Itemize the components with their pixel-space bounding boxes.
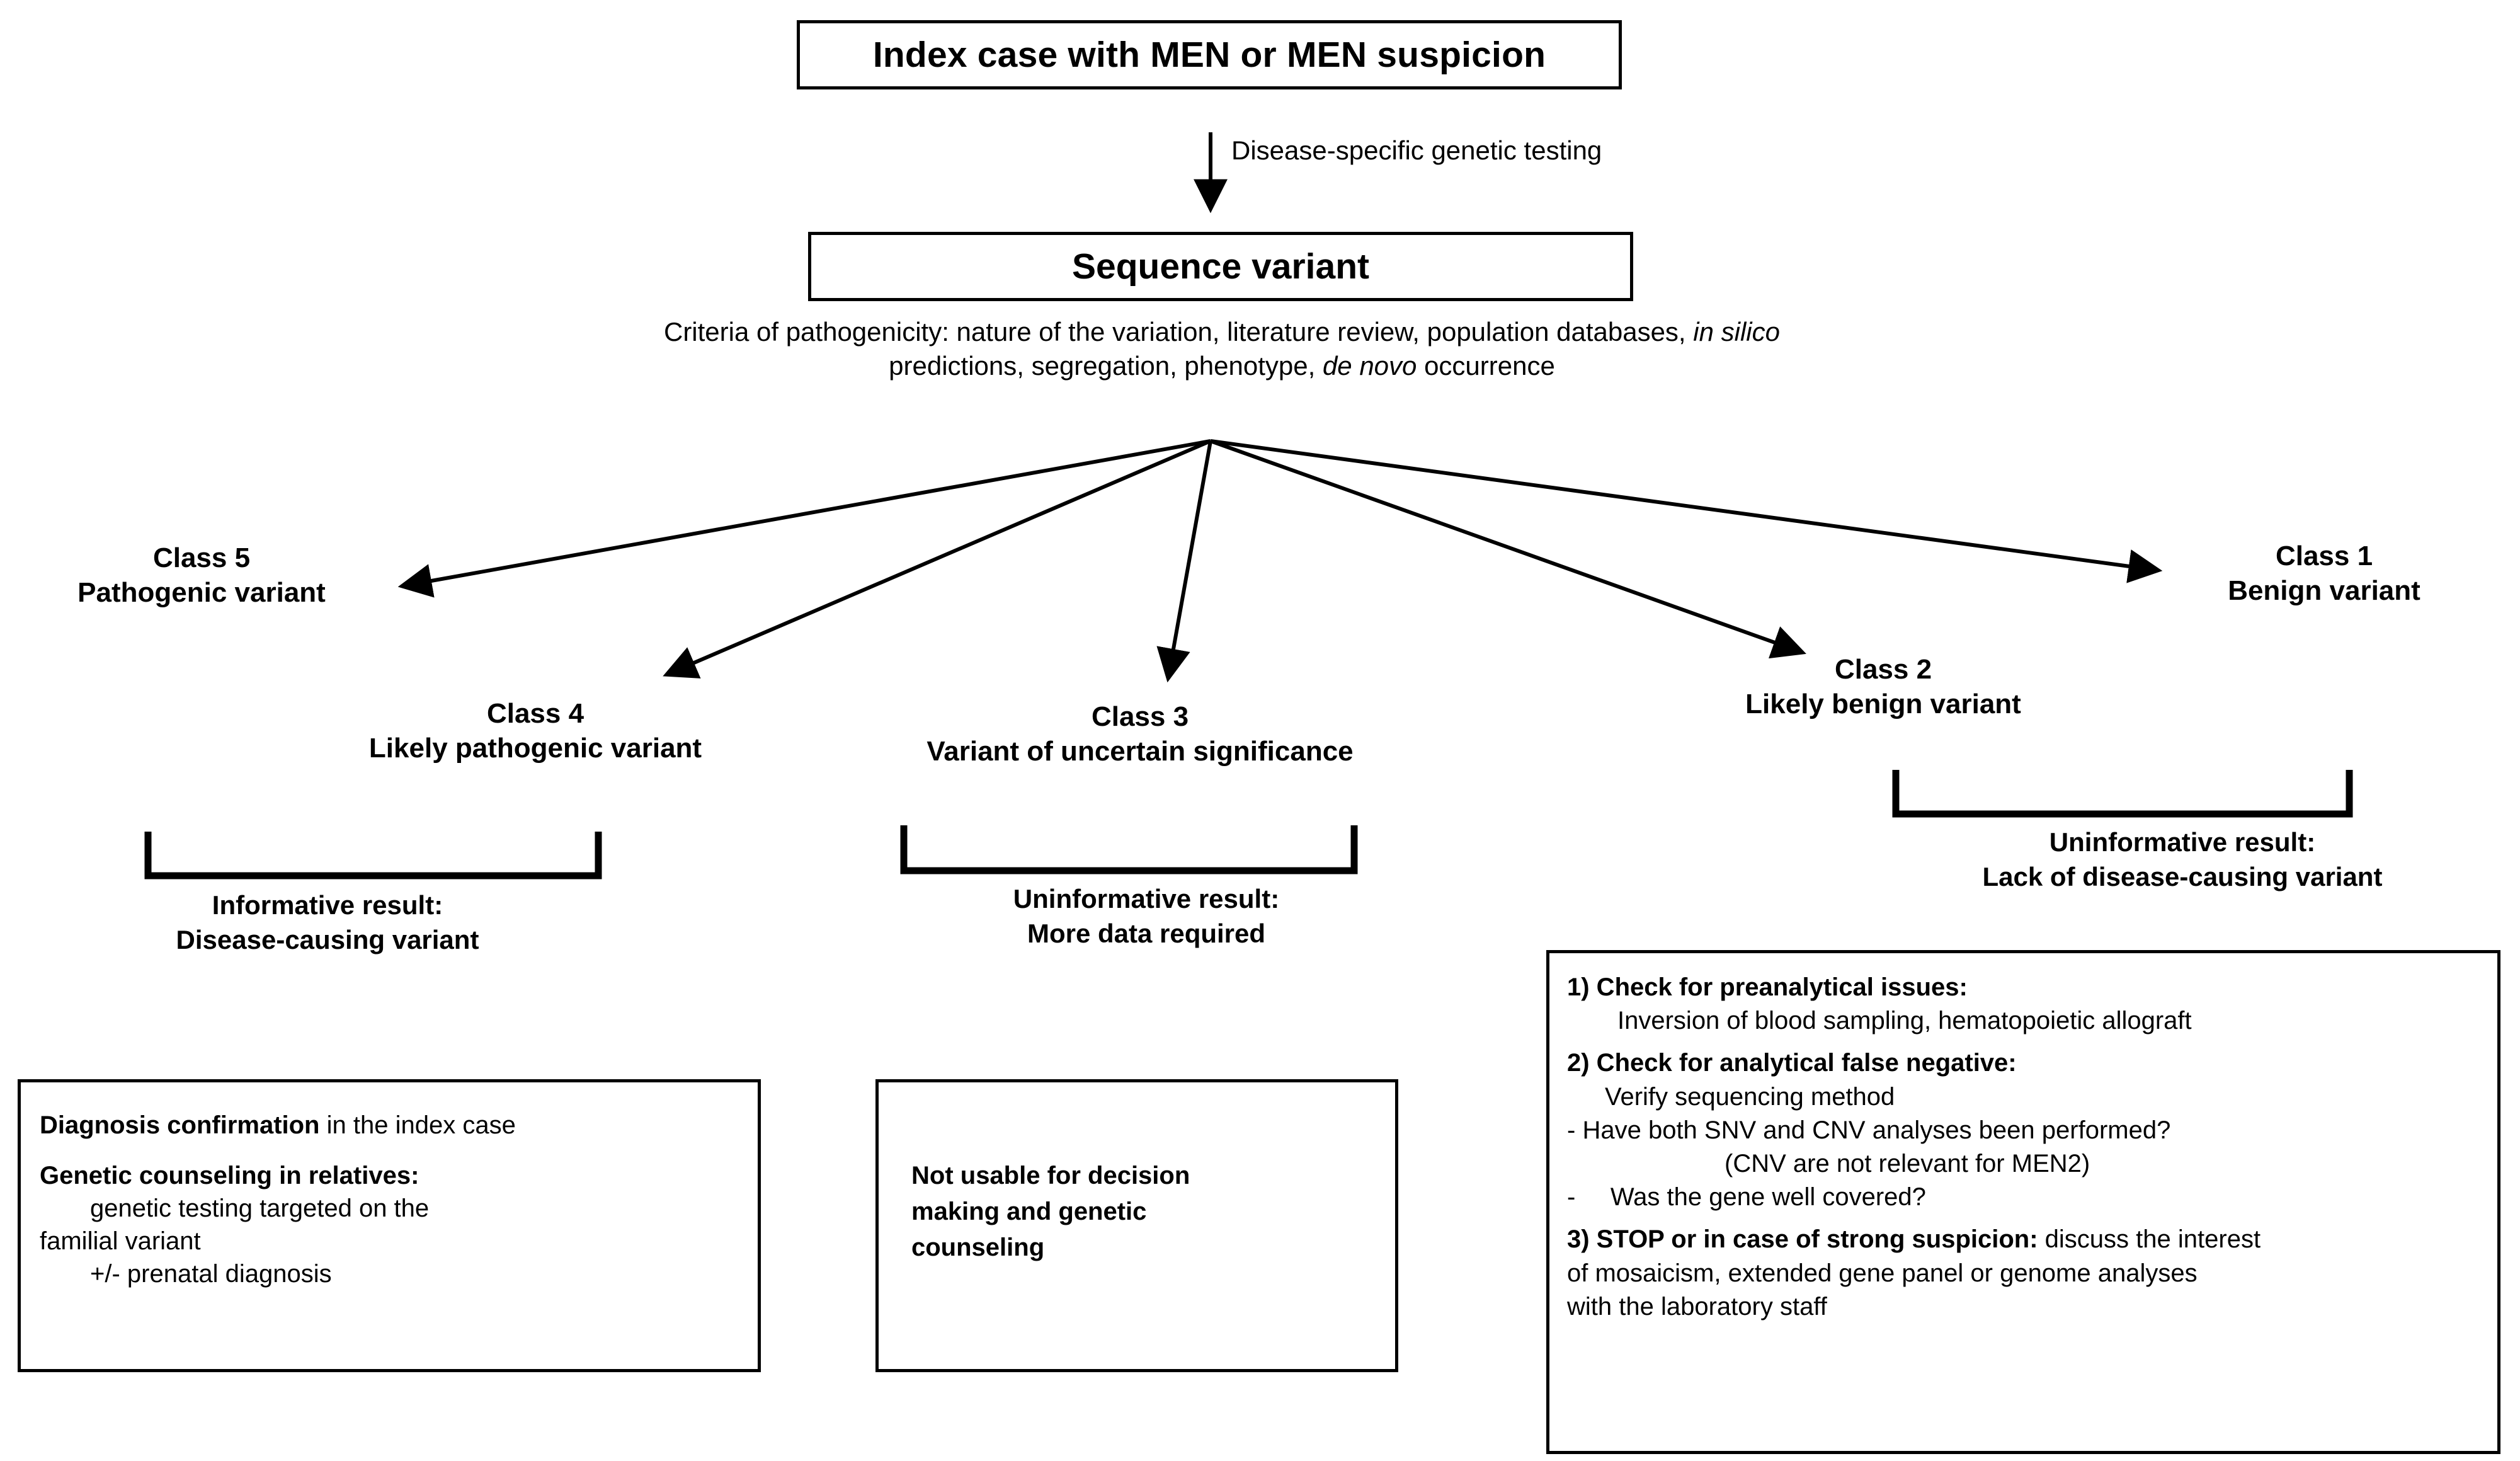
sequence-variant-label: Sequence variant (1071, 246, 1370, 287)
step-3-heading: 3) STOP or in case of strong suspicion: (1567, 1225, 2038, 1254)
brace-right-line2: Lack of disease-causing variant (1982, 861, 2383, 891)
brace-caption-informative: Informative result: Disease-causing vari… (94, 888, 561, 957)
criteria-line2-a: predictions, segregation, phenotype, (889, 350, 1323, 381)
genetic-counseling-heading: Genetic counseling in relatives: (40, 1162, 419, 1189)
step-2-dash2-marker: - (1567, 1183, 1576, 1212)
outcome-box-checklist: 1) Check for preanalytical issues: Inver… (1546, 950, 2500, 1454)
class-5-name: Pathogenic variant (77, 577, 326, 608)
familial-variant-line: familial variant (40, 1227, 201, 1255)
index-case-label: Index case with MEN or MEN suspicion (872, 35, 1546, 75)
arrow-to-class-3 (1156, 440, 1212, 683)
step-3-rest: discuss the interest (2038, 1225, 2261, 1254)
diagnosis-confirmation-rest: in the index case (319, 1111, 516, 1139)
not-usable-line2: making and genetic (911, 1197, 1147, 1225)
not-usable-line3: counseling (911, 1233, 1045, 1261)
class-4-label: Class 4 Likely pathogenic variant (302, 696, 768, 765)
step-3-line3: with the laboratory staff (1567, 1292, 1827, 1321)
class-5-number: Class 5 (152, 542, 251, 573)
step-3-line2: of mosaicism, extended gene panel or gen… (1567, 1259, 2198, 1287)
brace-left-line1: Informative result: (212, 890, 443, 920)
arrow-to-class-1 (1210, 439, 2163, 583)
outcome-middle-text: Not usable for decision making and genet… (911, 1158, 1371, 1265)
step-2-heading: 2) Check for analytical false negative: (1567, 1049, 2017, 1077)
prenatal-diagnosis-line: +/- prenatal diagnosis (90, 1260, 332, 1288)
outcome-box-not-usable: Not usable for decision making and genet… (875, 1079, 1398, 1372)
brace-left-line2: Disease-causing variant (176, 924, 479, 954)
outcome-right-text: 1) Check for preanalytical issues: Inver… (1567, 971, 2487, 1324)
step-1-heading: 1) Check for preanalytical issues: (1567, 973, 1968, 1001)
class-3-number: Class 3 (1091, 701, 1189, 732)
criteria-de-novo: de novo (1322, 350, 1417, 381)
outcome-box-informative: Diagnosis confirmation in the index case… (18, 1079, 761, 1372)
criteria-of-pathogenicity-text: Criteria of pathogenicity: nature of the… (403, 315, 2041, 383)
arrow-caption-genetic-testing: Disease-specific genetic testing (1231, 135, 1602, 165)
step-2-dash2-text: Was the gene well covered? (1610, 1183, 1926, 1212)
step-2-detail: Verify sequencing method (1605, 1082, 1895, 1111)
index-case-box: Index case with MEN or MEN suspicion (797, 20, 1622, 89)
step-2-cnv-note: (CNV are not relevant for MEN2) (1725, 1149, 2090, 1177)
brace-right (1892, 770, 2353, 818)
class-5-label: Class 5 Pathogenic variant (6, 541, 397, 610)
arrow-to-class-5 (397, 439, 1211, 598)
class-3-name: Variant of uncertain significance (926, 736, 1354, 767)
step-2-dash1-marker: - (1567, 1116, 1576, 1144)
criteria-line2-b: occurrence (1417, 350, 1555, 381)
not-usable-line1: Not usable for decision (911, 1162, 1190, 1189)
arrow-to-class-2 (1209, 439, 1806, 659)
step-1-detail: Inversion of blood sampling, hematopoiet… (1617, 1007, 2192, 1035)
sequence-variant-box: Sequence variant (808, 232, 1633, 301)
outcome-left-text: Diagnosis confirmation in the index case… (40, 1109, 745, 1290)
step-2-dash1-text: Have both SNV and CNV analyses been perf… (1582, 1116, 2171, 1144)
brace-right-line1: Uninformative result: (2049, 827, 2316, 857)
class-2-number: Class 2 (1834, 654, 1932, 685)
brace-middle-line1: Uninformative result: (1013, 884, 1280, 914)
arrow-to-class-4 (663, 439, 1212, 679)
class-1-number: Class 1 (2275, 541, 2373, 571)
criteria-line1-a: Criteria of pathogenicity: nature of the… (663, 317, 1694, 347)
class-3-label: Class 3 Variant of uncertain significanc… (844, 699, 1436, 769)
class-4-name: Likely pathogenic variant (368, 733, 702, 764)
brace-middle-line2: More data required (1027, 918, 1266, 948)
diagnosis-confirmation-bold: Diagnosis confirmation (40, 1111, 320, 1139)
class-2-label: Class 2 Likely benign variant (1644, 652, 2123, 721)
criteria-in-silico: in silico (1693, 317, 1780, 347)
brace-caption-uninformative-more-data: Uninformative result: More data required (863, 882, 1430, 951)
brace-left (144, 832, 602, 879)
class-2-name: Likely benign variant (1745, 689, 2021, 719)
class-1-name: Benign variant (2228, 575, 2420, 606)
class-1-label: Class 1 Benign variant (2129, 539, 2519, 608)
brace-caption-uninformative-lack: Uninformative result: Lack of disease-ca… (1852, 825, 2513, 894)
genetic-testing-targeted-line: genetic testing targeted on the (90, 1195, 430, 1222)
brace-middle (900, 825, 1358, 874)
class-4-number: Class 4 (486, 698, 584, 729)
